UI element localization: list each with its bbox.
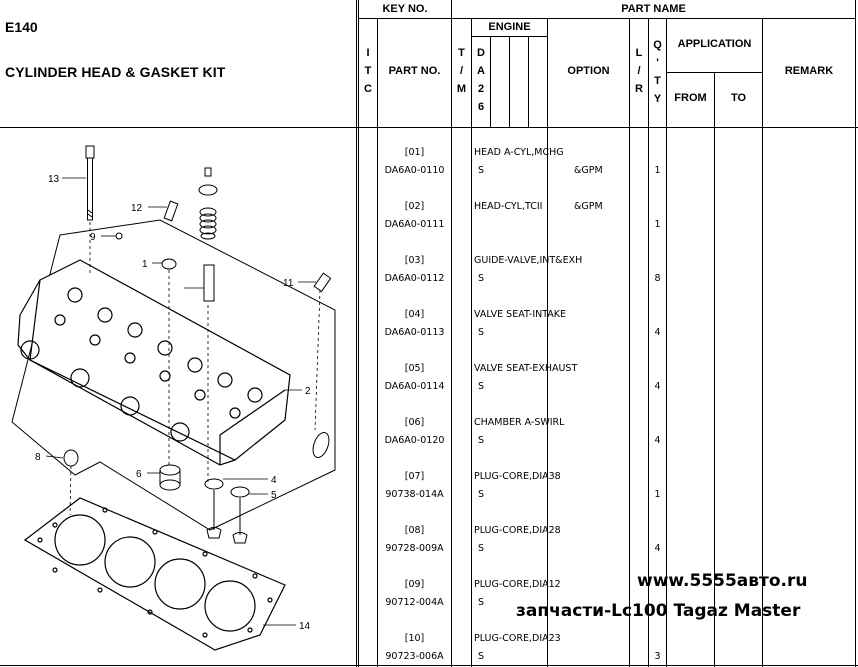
part-no: DA6A0-0114: [384, 381, 445, 392]
key-no: [09]: [404, 579, 425, 590]
qty: 4: [654, 543, 661, 554]
engine-da26: S: [478, 543, 485, 554]
header-lr: L/R: [635, 47, 643, 95]
part-name: PLUG-CORE,DIA38: [474, 471, 561, 482]
part-name: GUIDE-VALVE,INT&EXH: [474, 255, 583, 266]
header-option: OPTION: [567, 65, 610, 77]
key-no: [01]: [404, 147, 425, 158]
key-no: [03]: [404, 255, 425, 266]
callout-6: 6: [136, 469, 142, 480]
qty: 4: [654, 327, 661, 338]
engine-da26: S: [478, 273, 485, 284]
part-name: PLUG-CORE,DIA28: [474, 525, 561, 536]
callout-2: 2: [305, 386, 311, 397]
engine-da26: S: [478, 165, 485, 176]
qty: 1: [654, 219, 661, 230]
qty: 3: [654, 651, 661, 662]
watermark-site: www.5555авто.ru: [637, 571, 808, 591]
header-key-no: KEY NO.: [382, 3, 428, 15]
key-no: [10]: [404, 633, 425, 644]
part-no: 90738-014A: [385, 489, 444, 500]
key-no: [06]: [404, 417, 425, 428]
engine-da26: S: [478, 435, 485, 446]
head-bolt-icon: [85, 145, 95, 221]
part-name: HEAD A-CYL,MCHG: [474, 147, 564, 158]
engine-da26: S: [478, 489, 485, 500]
header-application: APPLICATION: [677, 38, 752, 50]
callout-9: 9: [90, 232, 96, 243]
header-part-name: PART NAME: [621, 3, 686, 15]
qty: 4: [654, 435, 661, 446]
cylinder-head-diagram: 13 12 9 1 11 2 8 6 4 5 14: [11, 145, 336, 651]
qty: 1: [654, 165, 661, 176]
part-name: CHAMBER A-SWIRL: [474, 417, 565, 428]
valve-spring-icon: [198, 167, 218, 240]
watermark-line2: запчасти-Lc100 Tagaz Master: [516, 601, 801, 621]
header-from: FROM: [674, 92, 707, 104]
part-no: DA6A0-0112: [384, 273, 445, 284]
part-name-option: &GPM: [574, 201, 603, 212]
part-no: DA6A0-0111: [384, 219, 445, 230]
engine-da26: S: [478, 651, 485, 662]
part-no: DA6A0-0120: [384, 435, 445, 446]
part-no: 90723-006A: [385, 651, 444, 662]
cylinder-head-icon: [17, 259, 291, 466]
page-title: CYLINDER HEAD & GASKET KIT: [5, 64, 226, 80]
part-no: 90728-009A: [385, 543, 444, 554]
swirl-chamber-icon: [159, 464, 181, 491]
callout-8: 8: [35, 452, 41, 463]
key-no: [04]: [404, 309, 425, 320]
part-name: HEAD-CYL,TCII: [474, 201, 543, 212]
valve-icon: [206, 490, 248, 544]
engine-da26: S: [478, 381, 485, 392]
callout-5: 5: [271, 490, 277, 501]
option: &GPM: [574, 165, 603, 176]
key-no: [07]: [404, 471, 425, 482]
part-name: VALVE SEAT-EXHAUST: [474, 363, 578, 374]
header-part-no: PART NO.: [388, 65, 441, 77]
qty: 1: [654, 489, 661, 500]
page-code: E140: [5, 19, 38, 35]
qty: 4: [654, 381, 661, 392]
head-gasket-icon: [23, 497, 286, 651]
header-tim: T/M: [456, 47, 467, 95]
part-name: PLUG-CORE,DIA23: [474, 633, 561, 644]
part-no: 90712-004A: [385, 597, 444, 608]
part-no: DA6A0-0113: [384, 327, 445, 338]
key-no: [08]: [404, 525, 425, 536]
header-to: TO: [730, 92, 747, 104]
callout-14: 14: [299, 621, 311, 632]
part-no: DA6A0-0110: [384, 165, 445, 176]
engine-da26: S: [478, 327, 485, 338]
callout-11: 11: [283, 278, 294, 289]
qty: 8: [654, 273, 661, 284]
header-remark: REMARK: [784, 65, 834, 77]
key-no: [02]: [404, 201, 425, 212]
callout-4: 4: [271, 475, 277, 486]
header-engine: ENGINE: [488, 21, 531, 33]
callout-12: 12: [131, 203, 143, 214]
part-name: PLUG-CORE,DIA12: [474, 579, 561, 590]
key-no: [05]: [404, 363, 425, 374]
callout-1: 1: [142, 259, 148, 270]
part-name: VALVE SEAT-INTAKE: [474, 309, 567, 320]
engine-da26: S: [478, 597, 485, 608]
callout-13: 13: [48, 174, 60, 185]
